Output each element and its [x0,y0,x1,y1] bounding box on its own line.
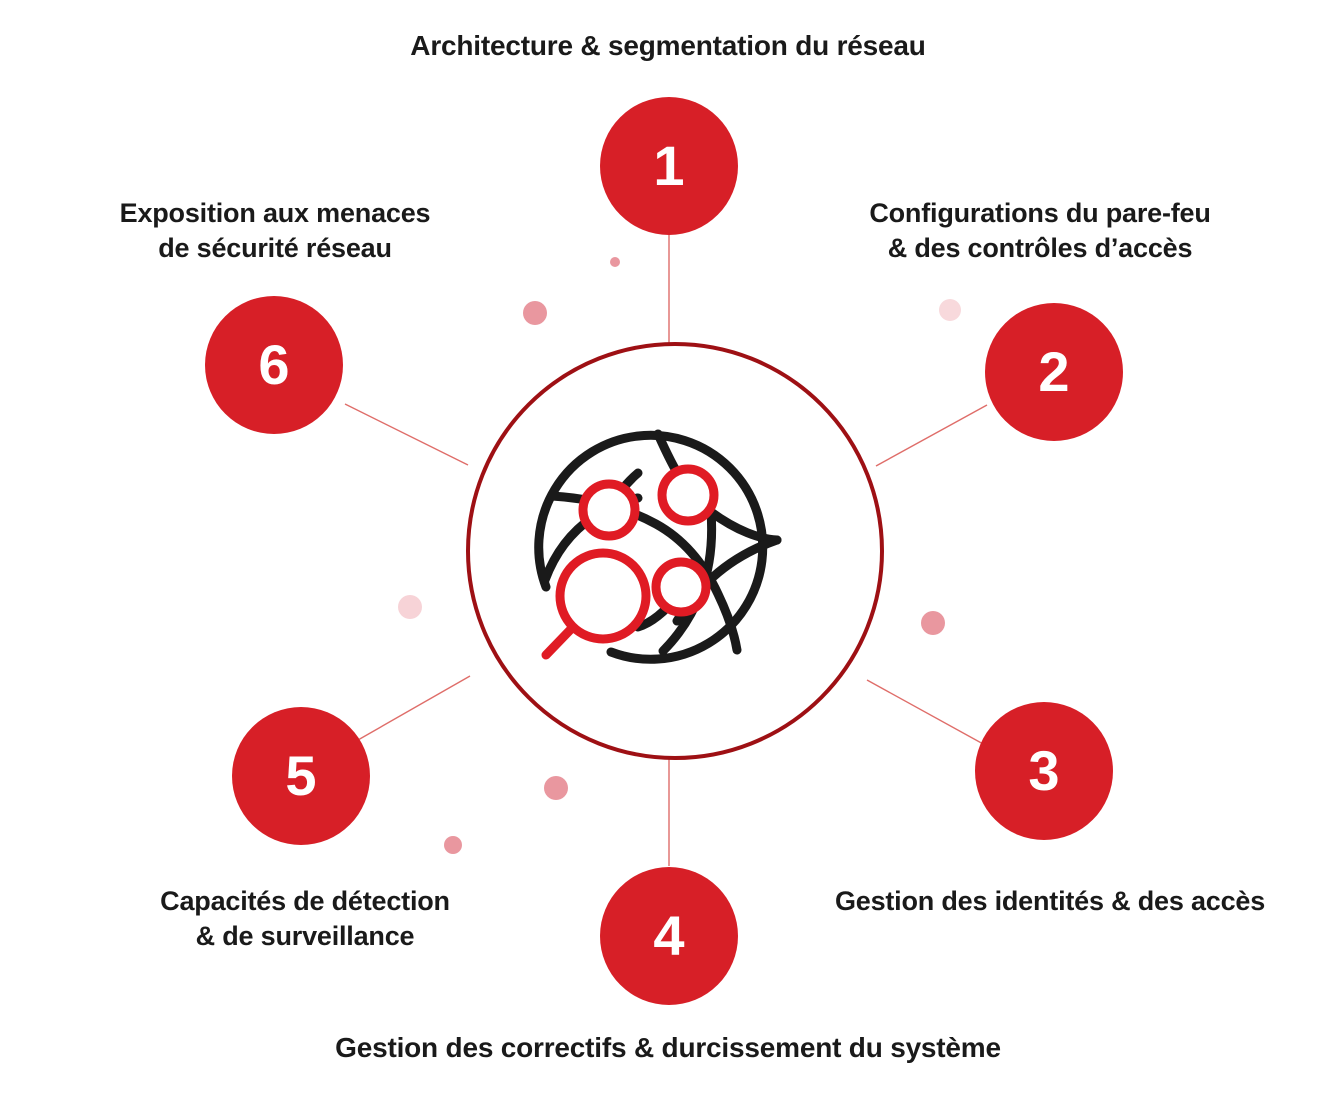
decorative-dots [398,257,961,854]
decorative-dot-2 [523,301,547,325]
magnifier-glass [541,548,651,660]
network-globe-magnifier-icon [534,429,782,664]
connector-line-2 [875,404,988,467]
node-badge-1-number: 1 [653,134,685,197]
node-badge-3[interactable]: 3 [975,702,1113,840]
node-badge-6[interactable]: 6 [205,296,343,434]
network-node-small-top [657,464,719,526]
node-label-6: Exposition aux menaces de sécurité résea… [119,198,431,263]
decorative-dot-4 [398,595,422,619]
node-label-1: Architecture & segmentation du réseau [410,30,926,61]
node-badge-5[interactable]: 5 [232,707,370,845]
node-badge-6-number: 6 [258,333,290,396]
node-label-5: Capacités de détection & de surveillance [160,886,450,951]
node-label-3: Gestion des identités & des accès [834,886,1266,916]
network-node-small-left [578,479,640,541]
connector-lines [344,235,988,866]
node-badge-4[interactable]: 4 [600,867,738,1005]
connector-line-5 [357,675,471,741]
node-label-4: Gestion des correctifs & durcissement du… [335,1032,1001,1063]
connector-line-3 [866,679,986,746]
node-badge-3-number: 3 [1028,739,1060,802]
center-emblem [466,342,884,760]
node-badge-2[interactable]: 2 [985,303,1123,441]
node-badge-4-number: 4 [653,904,685,967]
decorative-dot-5 [921,611,945,635]
node-badge-1[interactable]: 1 [600,97,738,235]
network-node-small-bottom [651,557,711,617]
node-badge-5-number: 5 [285,744,317,807]
decorative-dot-6 [544,776,568,800]
node-label-2: Configurations du pare-feu & des contrôl… [869,198,1211,263]
node-badge-2-number: 2 [1038,340,1070,403]
connector-line-6 [344,403,469,466]
decorative-dot-7 [444,836,462,854]
decorative-dot-1 [610,257,620,267]
decorative-dot-3 [939,299,961,321]
